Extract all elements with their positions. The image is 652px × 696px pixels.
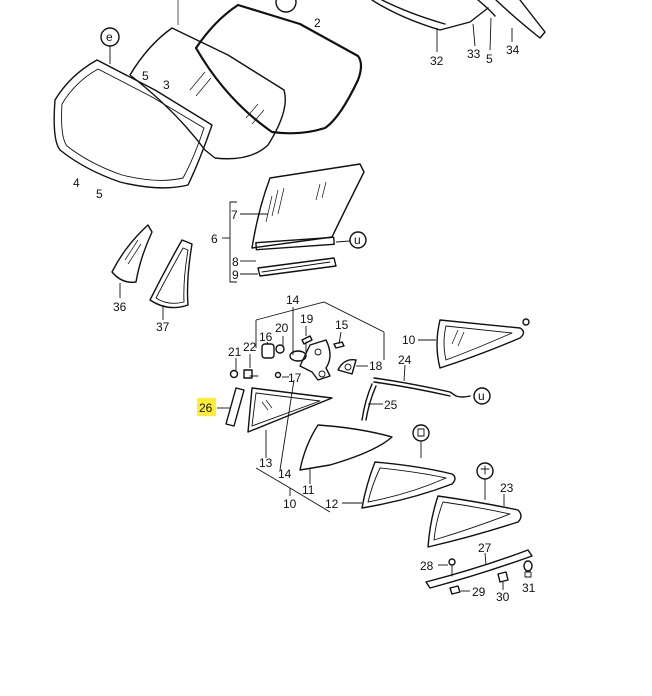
label-26: 26 [199,401,213,415]
label-10b: 10 [283,497,297,511]
label-11: 11 [302,483,315,497]
symbol-circle-u-mid: u [335,231,367,249]
label-20: 20 [275,321,289,335]
label-28: 28 [420,559,434,573]
windshield-glass-3 [129,27,286,160]
seal-24 [373,377,471,398]
screw-19 [301,335,313,353]
symbol-circle-u-right: u [473,387,491,405]
label-2: 2 [314,16,321,30]
rear-window-trim [371,0,546,39]
label-5b: 5 [96,187,103,201]
svg-text:e: e [106,30,113,44]
label-8: 8 [232,255,239,269]
knob-16 [261,343,275,359]
label-21: 21 [228,345,242,359]
hinge-bracket [299,339,331,381]
label-22: 22 [243,340,257,354]
label-7: 7 [231,208,238,222]
label-16: 16 [259,330,273,344]
label-10a: 10 [402,333,416,347]
label-9: 9 [232,268,239,282]
label-24: 24 [398,353,412,367]
svg-text:u: u [354,233,361,247]
vent-seal-37 [149,239,193,309]
label-14b: 14 [278,467,292,481]
window-channel-8 [255,236,335,251]
seal-strip-26 [225,387,245,427]
label-13: 13 [259,456,273,470]
small-parts-21-22 [229,369,289,379]
label-12: 12 [325,497,339,511]
label-19: 19 [300,312,314,326]
bracket-18 [337,359,357,375]
quarter-glass-12 [361,461,456,509]
quarter-glass-23 [427,495,522,548]
highlight-box-26 [197,398,216,416]
vent-glass-36 [111,224,153,283]
label-33: 33 [467,47,481,61]
glass-11 [299,424,393,471]
label-4: 4 [73,176,80,190]
label-3: 3 [163,78,170,92]
label-5a: 5 [142,69,149,83]
label-30: 30 [496,590,510,604]
label-25: 25 [384,398,398,412]
screw-28 [448,558,456,577]
label-14a: 14 [286,293,300,307]
symbol-circle-upper-right [412,424,430,442]
knob-20 [275,344,307,362]
label-37: 37 [156,320,170,334]
label-15: 15 [335,318,349,332]
door-window-glass-7 [251,163,365,249]
label-27: 27 [478,541,492,555]
label-36: 36 [113,300,127,314]
trim-strip-27 [425,549,533,589]
clip-29 [449,585,461,595]
nut-30 [497,571,509,583]
svg-text:u: u [478,389,485,403]
label-5c: 5 [486,52,493,66]
label-23: 23 [500,481,514,495]
symbol-circle-lower-right [476,462,494,500]
label-31: 31 [522,581,536,595]
label-6: 6 [211,232,218,246]
nut-31 [523,560,533,578]
label-32: 32 [430,54,444,68]
label-18: 18 [369,359,383,373]
rear-quarter-window-10 [436,318,530,369]
label-29: 29 [472,585,486,599]
windshield-glass-4 [53,59,213,189]
label-17: 17 [288,371,302,385]
window-guide-9 [257,257,337,277]
seal-25 [361,383,377,421]
emblem-symbol-top [275,0,297,13]
windshield-glass-2 [177,0,363,135]
symbol-circle-top-left: e [100,27,120,64]
label-34: 34 [506,43,520,57]
